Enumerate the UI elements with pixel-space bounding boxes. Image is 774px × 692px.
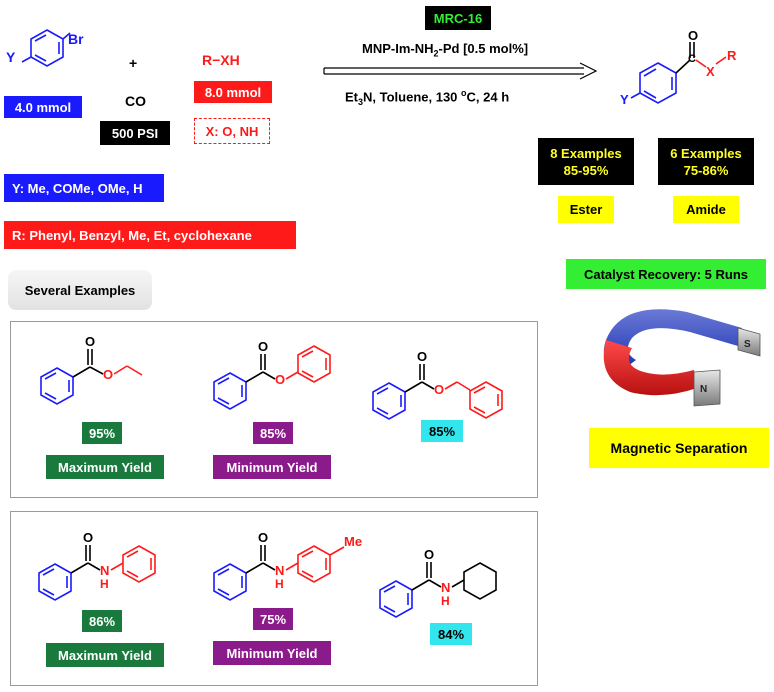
magnet-n-pole: N bbox=[700, 384, 707, 395]
product-x-label: X bbox=[706, 64, 715, 79]
amide-2-h: H bbox=[275, 577, 284, 591]
amide-2-n: N bbox=[275, 563, 284, 578]
amide-3-o: O bbox=[424, 547, 434, 562]
rxh-label: R−XH bbox=[202, 52, 240, 68]
magnet-s-pole: S bbox=[744, 339, 751, 350]
plus-sign: + bbox=[129, 55, 137, 71]
product-r-label: R bbox=[727, 48, 737, 63]
ester-2-carbonyl-o: O bbox=[258, 339, 268, 354]
amide-structures: O N H O N H Me bbox=[38, 530, 497, 618]
ester-examples-panel bbox=[10, 321, 538, 498]
amide-2-yield: 75% bbox=[253, 608, 293, 630]
amide-3-structure bbox=[379, 562, 497, 618]
ester-3-structure bbox=[372, 364, 503, 420]
amide-2-structure bbox=[213, 545, 345, 601]
ester-3-ether-o: O bbox=[434, 382, 444, 397]
amide-2-methyl: Me bbox=[344, 534, 362, 549]
cond-degree: o bbox=[461, 88, 467, 98]
ester-2-yield: 85% bbox=[253, 422, 293, 444]
ester-yield-range: 85-95% bbox=[563, 162, 609, 178]
amide-2-o: O bbox=[258, 530, 268, 545]
ester-1-tag: Maximum Yield bbox=[46, 455, 164, 479]
co-label: CO bbox=[125, 93, 146, 109]
reaction-scheme-art: Br Y + R−XH O C X R Y bbox=[6, 28, 737, 107]
amide-3-yield: 84% bbox=[430, 623, 472, 645]
amide-1-yield: 86% bbox=[82, 610, 122, 632]
conditions-label: Et3N, Toluene, 130 oC, 24 h bbox=[345, 88, 509, 107]
ester-2-tag: Minimum Yield bbox=[213, 455, 331, 479]
amide-yield-range: 75-86% bbox=[683, 162, 729, 178]
amide-3-n: N bbox=[441, 580, 450, 595]
br-label: Br bbox=[68, 31, 84, 47]
catalyst-subscript: 2 bbox=[433, 48, 439, 59]
aryl-bromide-ring bbox=[21, 29, 71, 67]
magnet-icon: S N bbox=[603, 309, 761, 407]
amide-1-o: O bbox=[83, 530, 93, 545]
ester-1-ether-o: O bbox=[103, 367, 113, 382]
aryl-amount-tag: 4.0 mmol bbox=[4, 96, 82, 118]
ester-structures: O O O O O O bbox=[40, 334, 503, 420]
amide-2-tag: Minimum Yield bbox=[213, 641, 331, 665]
amide-1-structure bbox=[38, 545, 156, 601]
cond-et: Et bbox=[345, 89, 358, 105]
reaction-arrow bbox=[323, 62, 598, 80]
rxh-amount-tag: 8.0 mmol bbox=[194, 81, 272, 103]
magnetic-separation: Magnetic Separation bbox=[589, 428, 769, 468]
ester-3-carbonyl-o: O bbox=[417, 349, 427, 364]
catalyst-code-tag: MRC-16 bbox=[425, 6, 491, 30]
amide-1-tag: Maximum Yield bbox=[46, 643, 164, 667]
amide-example-count: 6 Examples bbox=[670, 145, 742, 161]
cond-subscript: 3 bbox=[358, 96, 364, 107]
ester-1-yield: 95% bbox=[82, 422, 122, 444]
ester-2-ether-o: O bbox=[275, 372, 285, 387]
ester-summary: 8 Examples 85-95% bbox=[538, 138, 634, 185]
amide-summary: 6 Examples 75-86% bbox=[658, 138, 754, 185]
y-label: Y bbox=[6, 49, 16, 65]
amide-examples-panel bbox=[10, 511, 538, 686]
catalyst-label: MNP-Im-NH2-Pd [0.5 mol%] bbox=[362, 41, 528, 59]
amide-3-h: H bbox=[441, 594, 450, 608]
y-definition: Y: Me, COMe, OMe, H bbox=[4, 174, 164, 202]
ester-example-count: 8 Examples bbox=[550, 145, 622, 161]
ester-2-structure bbox=[213, 345, 331, 410]
amide-label: Amide bbox=[673, 196, 739, 223]
amide-1-n: N bbox=[100, 563, 109, 578]
examples-heading: Several Examples bbox=[8, 270, 152, 310]
product-c-label: C bbox=[688, 53, 696, 65]
catalyst-name: MNP-Im-NH bbox=[362, 41, 434, 56]
product-chain bbox=[675, 42, 695, 74]
co-pressure-tag: 500 PSI bbox=[100, 121, 170, 145]
ester-1-carbonyl-o: O bbox=[85, 334, 95, 349]
product-ring bbox=[630, 62, 677, 104]
product-y-label: Y bbox=[620, 92, 629, 107]
r-definition: R: Phenyl, Benzyl, Me, Et, cyclohexane bbox=[4, 221, 296, 249]
ester-1-structure bbox=[40, 349, 143, 405]
catalyst-loading: -Pd [0.5 mol%] bbox=[438, 41, 529, 56]
catalyst-recovery: Catalyst Recovery: 5 Runs bbox=[566, 259, 766, 289]
ester-label: Ester bbox=[558, 196, 614, 223]
amide-1-h: H bbox=[100, 577, 109, 591]
ester-3-yield: 85% bbox=[421, 420, 463, 442]
cond-end: C, 24 h bbox=[466, 89, 510, 105]
cond-middle: N, Toluene, 130 bbox=[363, 89, 462, 105]
product-o-label: O bbox=[688, 28, 698, 43]
x-definition: X: O, NH bbox=[194, 118, 270, 144]
